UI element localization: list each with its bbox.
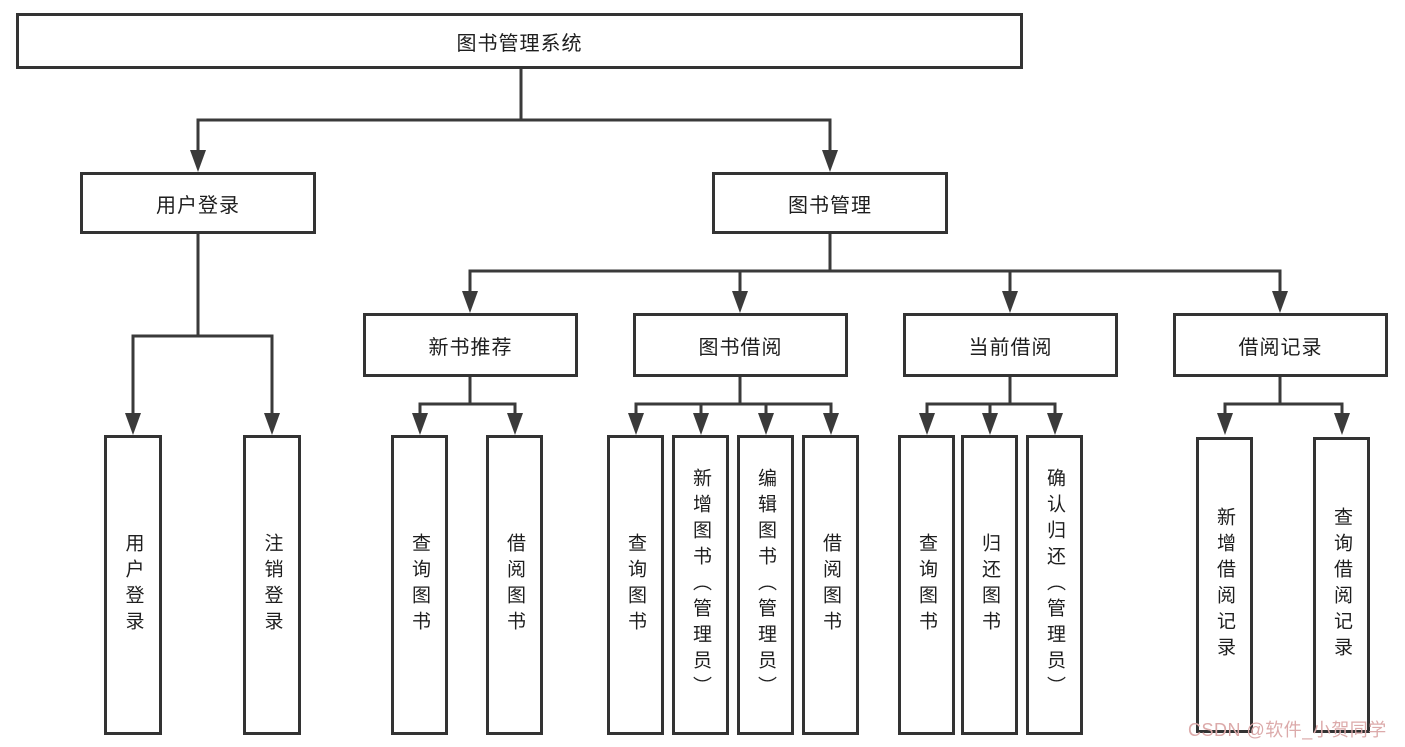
arrowhead-down xyxy=(1217,413,1233,435)
arrowhead-down xyxy=(507,413,523,435)
leaf-user-login: 用户登录 xyxy=(104,435,162,735)
arrowhead-down xyxy=(732,291,748,313)
arrowhead-down xyxy=(1272,291,1288,313)
leaf-borrow-books-recommend: 借阅图书 xyxy=(486,435,543,735)
node-borrow-records: 借阅记录 xyxy=(1173,313,1388,377)
leaf-confirm-return-admin: 确认归还（管理员） xyxy=(1026,435,1083,735)
leaf-query-borrow-record: 查询借阅记录 xyxy=(1313,437,1370,733)
arrowhead-down xyxy=(823,413,839,435)
arrowhead-down xyxy=(822,150,838,172)
arrowhead-down xyxy=(982,413,998,435)
arrowhead-down xyxy=(1334,413,1350,435)
arrowhead-down xyxy=(1047,413,1063,435)
arrowhead-down xyxy=(125,413,141,435)
node-root-system: 图书管理系统 xyxy=(16,13,1023,69)
arrowhead-down xyxy=(412,413,428,435)
leaf-query-books-current: 查询图书 xyxy=(898,435,955,735)
arrowhead-down xyxy=(190,150,206,172)
leaf-edit-book-admin: 编辑图书（管理员） xyxy=(737,435,794,735)
arrowhead-down xyxy=(693,413,709,435)
arrowhead-down xyxy=(628,413,644,435)
node-current-borrow: 当前借阅 xyxy=(903,313,1118,377)
leaf-add-book-admin: 新增图书（管理员） xyxy=(672,435,729,735)
node-user-login: 用户登录 xyxy=(80,172,316,234)
arrowhead-down xyxy=(758,413,774,435)
leaf-query-books-borrow: 查询图书 xyxy=(607,435,664,735)
node-new-book-recommend: 新书推荐 xyxy=(363,313,578,377)
leaf-logout: 注销登录 xyxy=(243,435,301,735)
leaf-query-books-recommend: 查询图书 xyxy=(391,435,448,735)
arrowhead-down xyxy=(1002,291,1018,313)
leaf-add-borrow-record: 新增借阅记录 xyxy=(1196,437,1253,733)
arrowhead-down xyxy=(264,413,280,435)
node-book-borrow: 图书借阅 xyxy=(633,313,848,377)
arrowhead-down xyxy=(462,291,478,313)
node-book-management: 图书管理 xyxy=(712,172,948,234)
arrowhead-down xyxy=(919,413,935,435)
leaf-borrow-books: 借阅图书 xyxy=(802,435,859,735)
leaf-return-book: 归还图书 xyxy=(961,435,1018,735)
csdn-watermark: CSDN @软件_小贺同学 xyxy=(1188,720,1387,740)
